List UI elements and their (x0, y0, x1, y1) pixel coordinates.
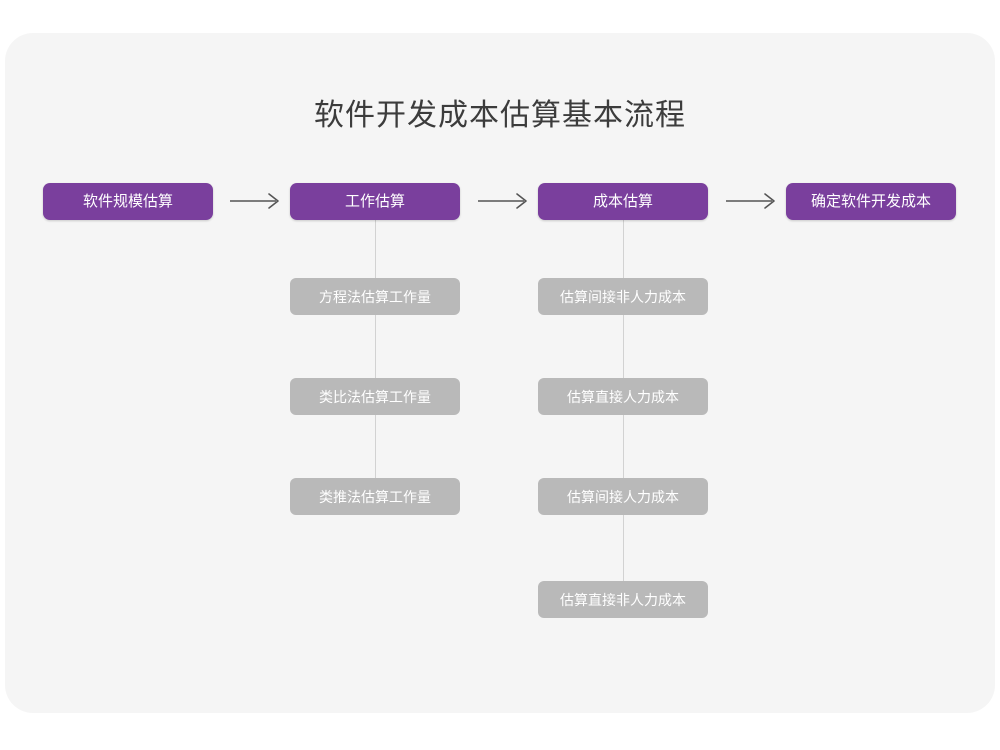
arrow-right-icon-1 (228, 191, 288, 211)
diagram-card (5, 33, 995, 713)
branch-node-step3-sub1[interactable]: 估算间接非人力成本 (538, 278, 708, 315)
connector-line-step2 (375, 220, 376, 500)
arrow-right-icon-2 (476, 191, 536, 211)
branch-node-step2-sub2[interactable]: 类比法估算工作量 (290, 378, 460, 415)
branch-node-step3-sub3[interactable]: 估算间接人力成本 (538, 478, 708, 515)
branch-node-step2-sub3[interactable]: 类推法估算工作量 (290, 478, 460, 515)
branch-node-step2-sub1[interactable]: 方程法估算工作量 (290, 278, 460, 315)
branch-node-step3-sub2[interactable]: 估算直接人力成本 (538, 378, 708, 415)
branch-node-step3-sub4[interactable]: 估算直接非人力成本 (538, 581, 708, 618)
flow-node-step2[interactable]: 工作估算 (290, 183, 460, 220)
flow-node-step4[interactable]: 确定软件开发成本 (786, 183, 956, 220)
page-title: 软件开发成本估算基本流程 (314, 99, 686, 132)
flow-node-step1[interactable]: 软件规模估算 (43, 183, 213, 220)
flow-node-step3[interactable]: 成本估算 (538, 183, 708, 220)
arrow-right-icon-3 (724, 191, 784, 211)
